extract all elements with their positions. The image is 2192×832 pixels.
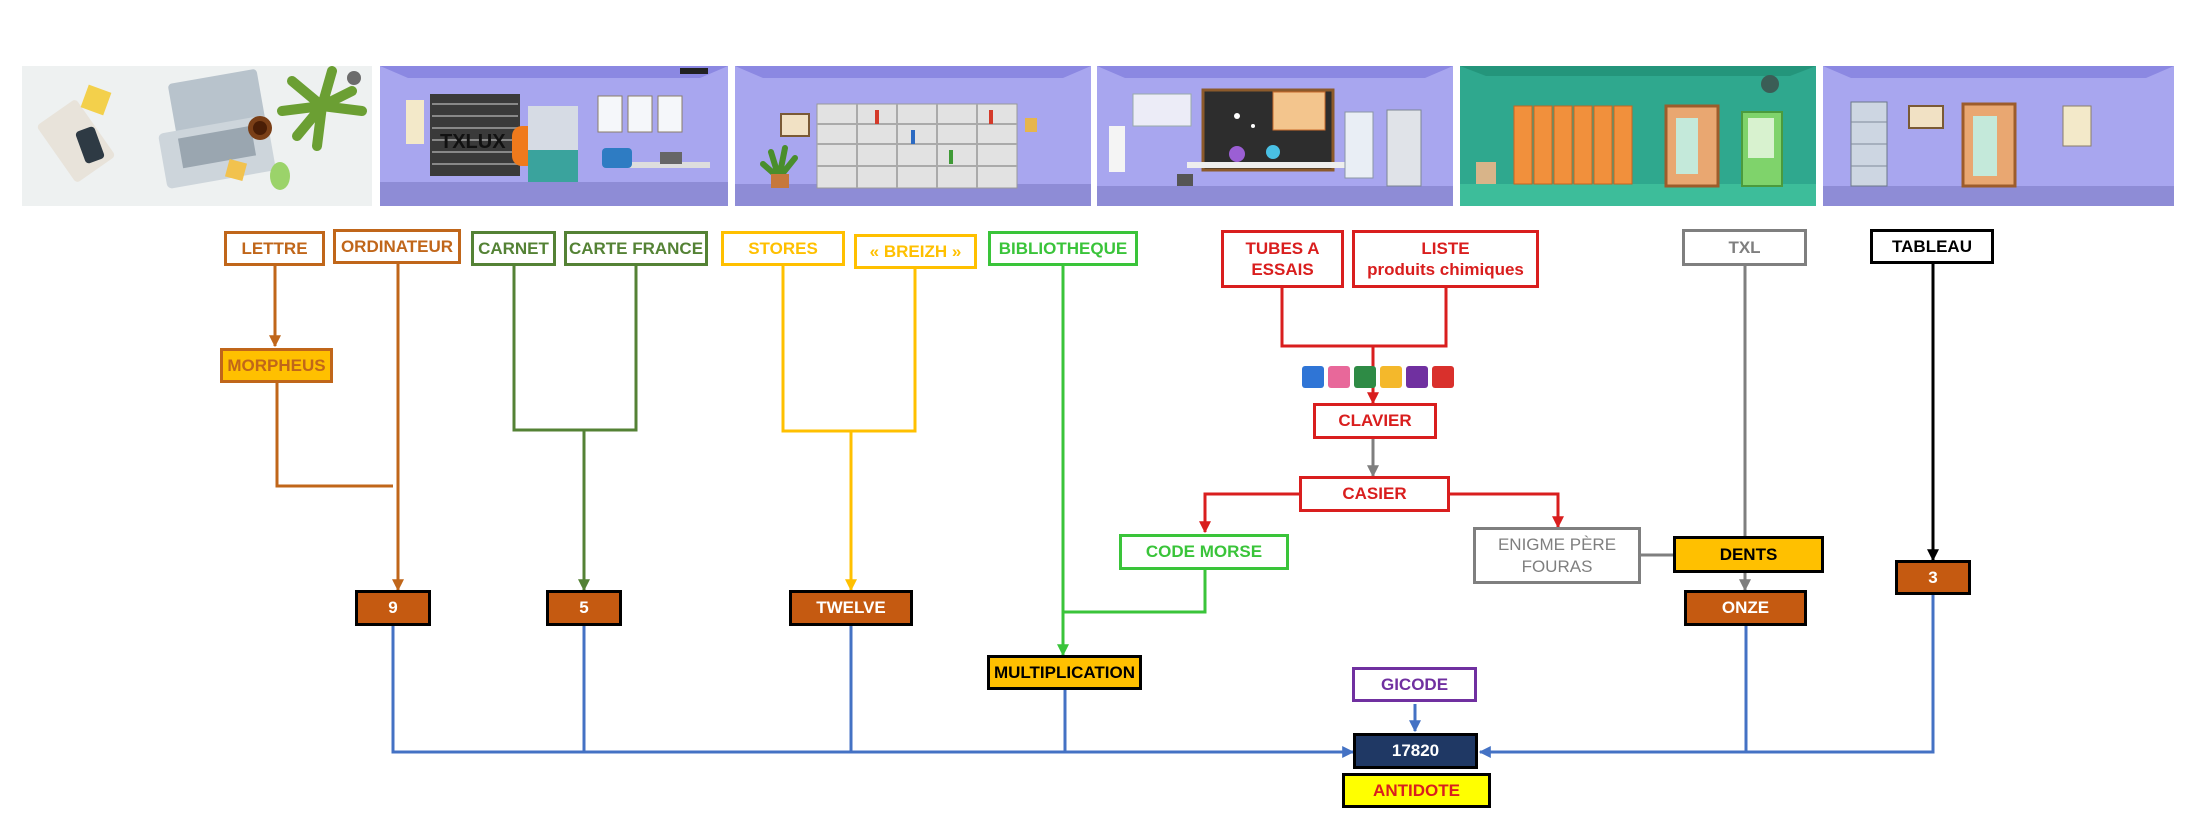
node-lettre: LETTRE (224, 231, 325, 266)
node-onze: ONZE (1684, 590, 1807, 626)
node-txl: TXL (1682, 229, 1807, 266)
node-dents: DENTS (1673, 536, 1824, 573)
node-five: 5 (546, 590, 622, 626)
node-breizh: « BREIZH » (854, 234, 977, 269)
node-morpheus: MORPHEUS (220, 348, 333, 383)
keyboard-key-purple (1406, 366, 1428, 388)
node-bibliotheque: BIBLIOTHEQUE (988, 231, 1138, 266)
node-ordinateur: ORDINATEUR (333, 229, 461, 264)
scene-sign-text: TXLUX (440, 131, 506, 153)
node-enigme-pere-fouras: ENIGME PÈRE FOURAS (1473, 527, 1641, 584)
node-nine: 9 (355, 590, 431, 626)
desk-laptop-scene (22, 66, 372, 206)
library-room-scene (735, 66, 1091, 206)
node-carnet: CARNET (471, 231, 556, 266)
office-room-scene: TXLUX (380, 66, 728, 206)
node-tubes-essais: TUBES A ESSAIS (1221, 230, 1344, 288)
node-carte-france: CARTE FRANCE (564, 231, 708, 266)
keyboard-key-yellow (1380, 366, 1402, 388)
node-liste-produits: LISTE produits chimiques (1352, 230, 1539, 288)
node-gicode: GICODE (1352, 667, 1477, 702)
exit-room-scene (1823, 66, 2174, 206)
node-clavier: CLAVIER (1313, 403, 1437, 439)
keyboard-key-red (1432, 366, 1454, 388)
keyboard-key-green (1354, 366, 1376, 388)
node-multiplication: MULTIPLICATION (987, 655, 1142, 690)
node-stores: STORES (721, 231, 845, 266)
node-three: 3 (1895, 560, 1971, 595)
node-final-code: 17820 (1353, 733, 1478, 769)
keyboard-key-blue (1302, 366, 1324, 388)
node-antidote: ANTIDOTE (1342, 773, 1491, 808)
node-code-morse: CODE MORSE (1119, 534, 1289, 570)
node-casier: CASIER (1299, 476, 1450, 512)
locker-hallway-scene (1460, 66, 1816, 206)
keyboard-key-pink (1328, 366, 1350, 388)
lab-room-scene (1097, 66, 1453, 206)
node-tableau: TABLEAU (1870, 229, 1994, 264)
node-twelve: TWELVE (789, 590, 913, 626)
